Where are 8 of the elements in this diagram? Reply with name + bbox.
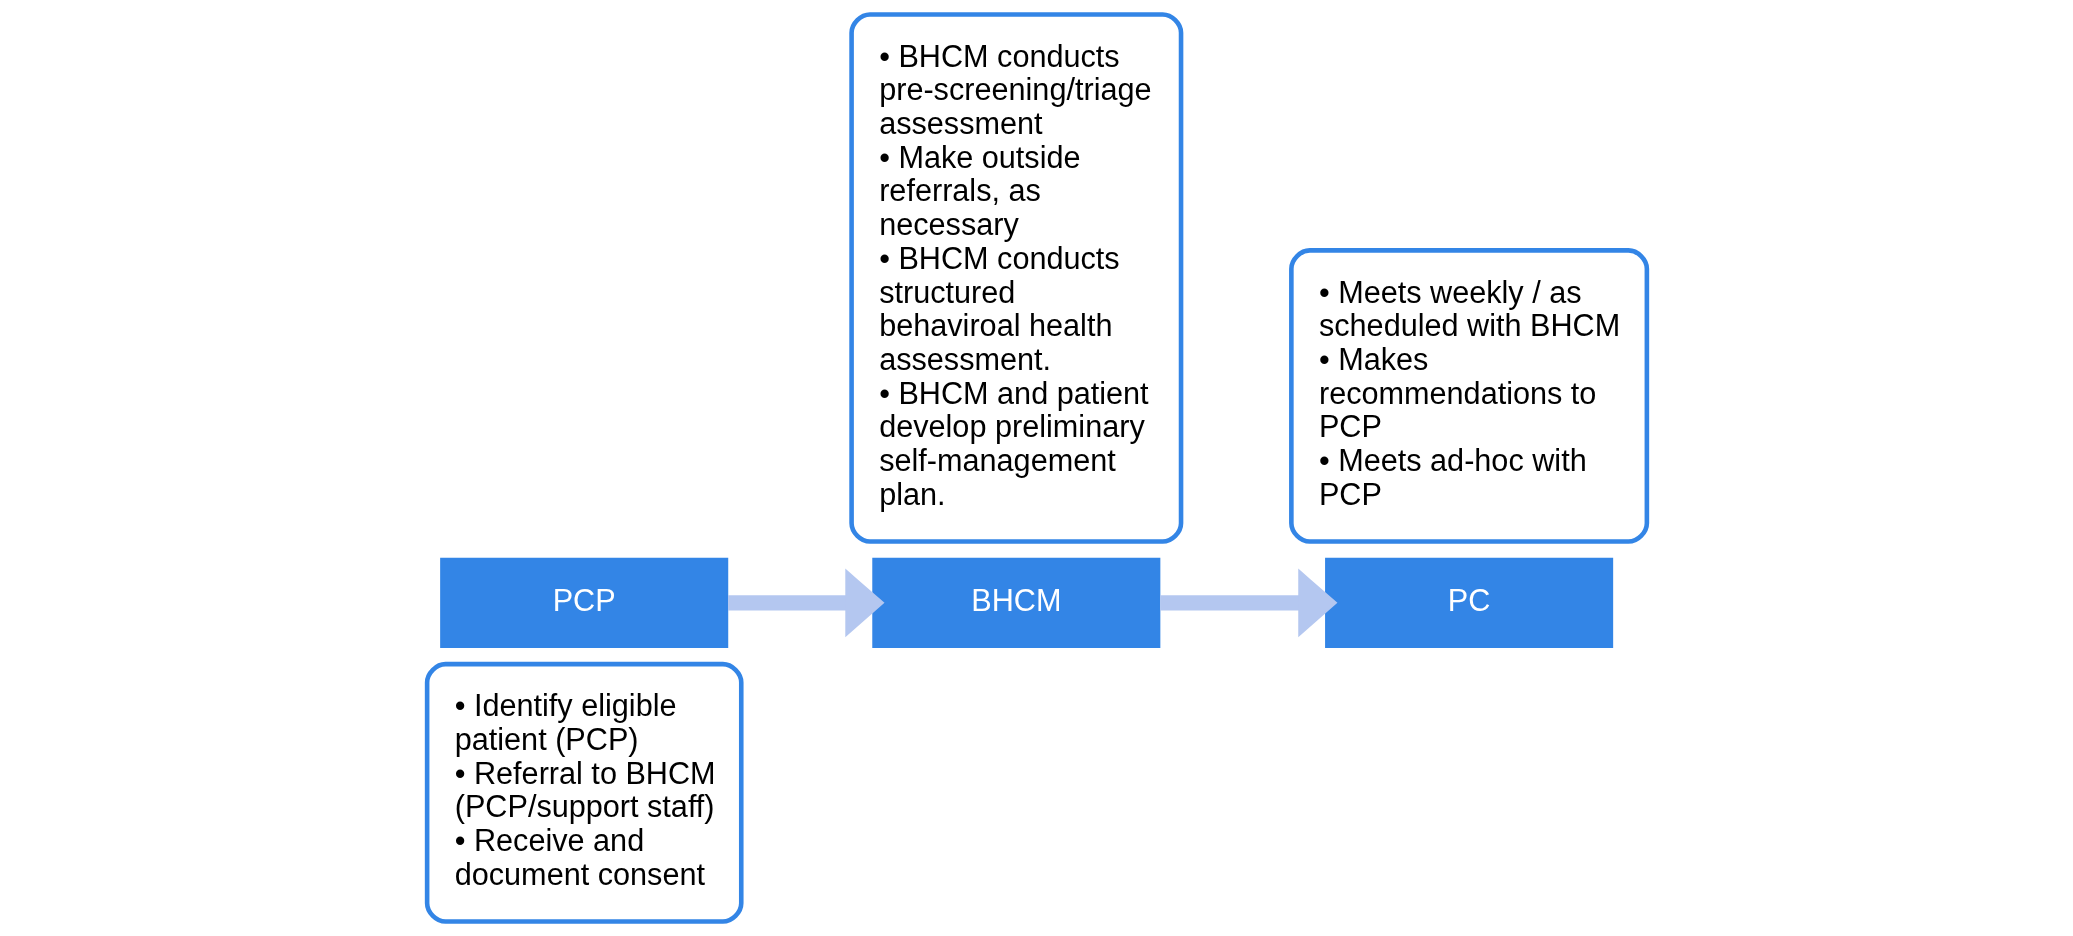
- node-box: BHCM: [871, 557, 1160, 649]
- node-box: • BHCM conducts pre-screening/triage assessment • Make outside referrals, as necessary • BHCM conducts structured behaviroal health assessment. • BHCM and patient develop preliminary self-management plan.: [848, 12, 1183, 544]
- node-box: • Meets weekly / as scheduled with BHCM • Makes recommendations to PCP • Meets ad-hoc with PCP: [1288, 248, 1649, 544]
- node-box: PC: [1324, 557, 1613, 649]
- node-box: PCP: [439, 557, 728, 649]
- arrow: [1159, 568, 1337, 638]
- arrow: [727, 568, 885, 638]
- node-box: • Identify eligible patient (PCP) • Referral to BHCM (PCP/support staff) • Receive and document consent: [424, 661, 744, 924]
